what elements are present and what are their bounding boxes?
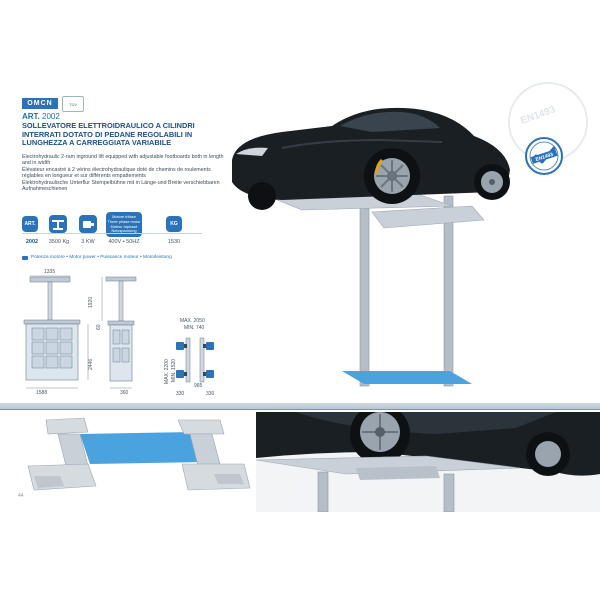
- platform-detail-illustration: [27, 417, 251, 491]
- article-label: ART.: [22, 112, 40, 121]
- article-number: 2002: [42, 112, 60, 121]
- spec-capacity-value: 3500 Kg: [48, 239, 70, 245]
- side-view-drawing: [101, 276, 137, 389]
- weight-icon: KG: [166, 216, 182, 232]
- seal-badge-text: EN1493: [535, 152, 554, 163]
- motor-power-legend: Potenza motore • Motor power • Puissance…: [22, 255, 172, 260]
- dim-top-max-width: MAX. 2050: [180, 318, 205, 324]
- legend-icon: [22, 255, 28, 260]
- lift-with-car-illustration: [232, 107, 510, 387]
- dim-top-inner: 965: [194, 383, 203, 389]
- motor-label-line: Moteur triphasé: [110, 223, 138, 229]
- description-fr: Élévateur encastré à 2 vérins électrohyd…: [22, 167, 211, 180]
- dim-plan-bottom-width: 1588: [36, 390, 48, 396]
- spec-divider: [22, 233, 202, 234]
- page-number: 44: [18, 493, 24, 499]
- dim-top-left-foot: 330: [176, 391, 185, 397]
- spec-voltage-value: 400V • 50HZ: [108, 239, 140, 245]
- top-view-drawing: [176, 337, 214, 383]
- motor-label-line: Motore trifase: [112, 213, 136, 219]
- dim-top-right-foot: 330: [206, 391, 215, 397]
- divider-line: [0, 409, 600, 410]
- legend-text: Potenza motore • Motor power • Puissance…: [31, 255, 172, 260]
- dim-plan-top-width: 1335: [44, 269, 56, 275]
- front-view-drawing: [23, 275, 89, 389]
- motor-label-line: Netzspannung: [111, 228, 137, 234]
- spec-power-value: 3 KW: [81, 239, 95, 245]
- dim-top-min-length: MIN. 1520: [171, 358, 177, 382]
- lift-capacity-icon: [48, 214, 68, 234]
- spec-weight-value: 1530: [167, 239, 181, 245]
- description-en: Electrohydraulic 2-ram inground lift equ…: [22, 154, 224, 167]
- article-heading: ART. 2002: [22, 112, 60, 121]
- description-de: Elektrohydraulische Unterflur Stempelbüh…: [22, 180, 220, 193]
- motor-label-line: Three phase motor: [107, 218, 141, 224]
- en1493-seal-icon: EN1493: [525, 137, 563, 175]
- certification-logo: TÜV: [62, 96, 84, 112]
- omcn-logo: OMCN: [22, 98, 58, 109]
- motor-type-badge: Motore trifase Three phase motor Moteur …: [106, 212, 142, 237]
- spec-art-value: 2002: [25, 239, 39, 245]
- dim-side-small: 60: [96, 324, 102, 330]
- product-title: SOLLEVATORE ELETTROIDRAULICO A CILINDRI …: [22, 121, 195, 148]
- art-spec-icon: ART.: [22, 216, 38, 232]
- divider-band: [0, 403, 600, 409]
- dim-top-max-length: MAX. 2200: [164, 359, 170, 384]
- dim-plan-height: 2446: [88, 358, 94, 370]
- dim-top-min-width: MIN. 740: [184, 325, 205, 331]
- dim-side-bottom: 360: [120, 390, 129, 396]
- motor-power-icon: [78, 214, 98, 234]
- closeup-photo: [256, 412, 600, 512]
- dim-side-height: 1920: [88, 296, 94, 308]
